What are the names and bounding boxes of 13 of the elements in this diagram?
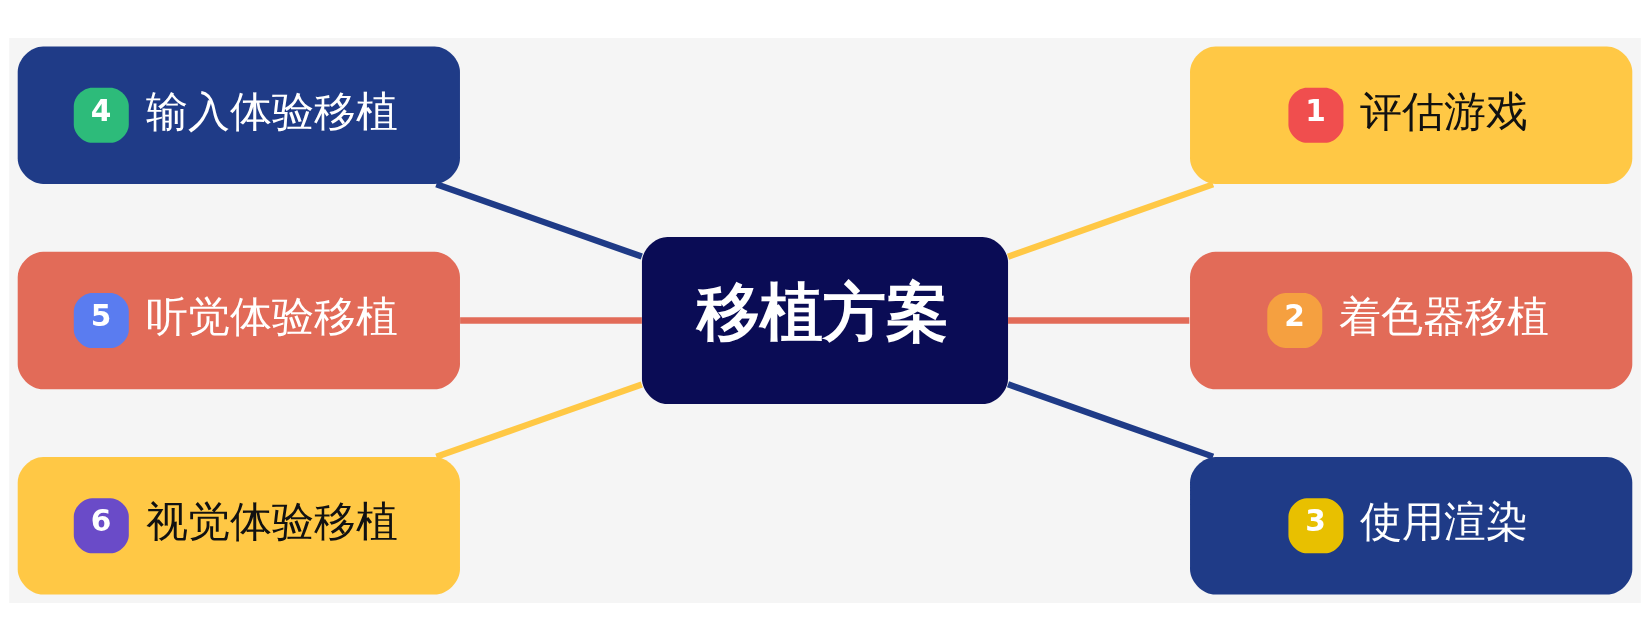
node-box: 2 着色器移植	[1190, 251, 1633, 389]
connector	[1008, 316, 1190, 324]
connector	[1007, 180, 1215, 260]
node-box: 3 使用渲染	[1190, 456, 1633, 595]
node-box: 移植方案	[641, 236, 1009, 404]
node-box: 5 听觉体验移植	[17, 251, 460, 389]
connector	[1007, 380, 1215, 460]
node-box: 6 视觉体验移植	[17, 456, 460, 595]
connector	[435, 180, 643, 260]
node-box: 1 评估游戏	[1190, 45, 1633, 184]
node-box: 4 输入体验移植	[17, 45, 460, 184]
connector	[435, 380, 643, 460]
connector	[460, 316, 642, 324]
